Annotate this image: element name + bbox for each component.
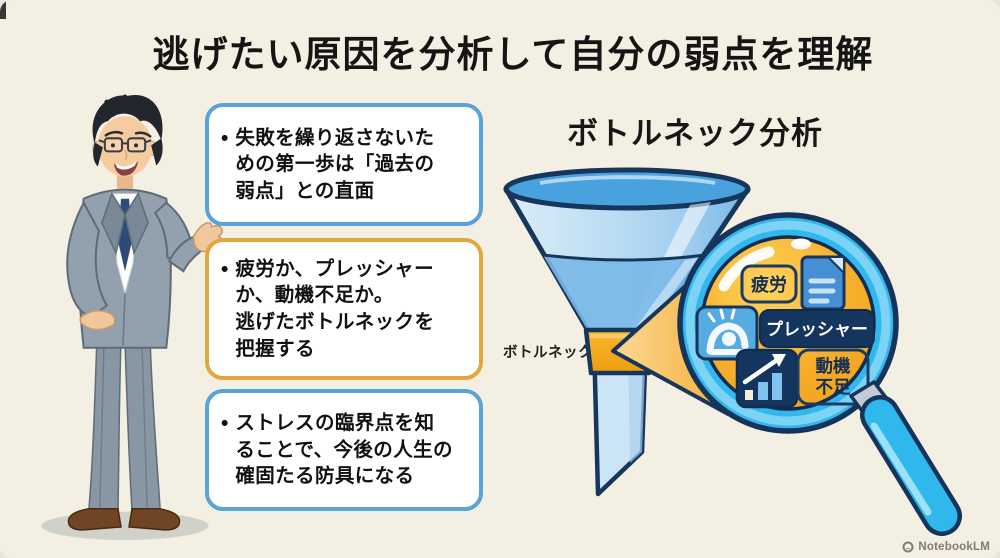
bullet-dot: • [221,257,229,281]
stressed-person-icon [695,305,759,361]
watermark-label: NotebookLM [918,541,990,553]
hand-left [79,310,116,331]
motivation-tag-label-line2: 不足 [816,377,851,397]
floor-shadow [41,511,209,540]
bullet-dot: • [221,412,229,436]
magnifier-handle [849,380,962,536]
shoe-left [67,508,122,531]
funnel-bottleneck-label: ボトルネック [503,345,593,361]
diagram-heading: ボトルネック分析 [567,116,823,151]
fatigue-tag-label: 疲労 [751,274,787,295]
page-title: 逃げたい原因を分析して自分の弱点を理解 [152,34,874,75]
point-text-3: ストレスの臨界点を知 ることで、今後の人生の 確固たる防具になる [235,412,453,488]
motivation-tag-box [796,348,870,406]
shoe-right [128,508,181,531]
document-icon [800,255,846,311]
point-text-1: 失敗を繰り返さないた めの第一歩は「過去の 弱点」との直面 [235,126,435,202]
presenter-illustration [41,94,223,540]
corner-artifact [0,0,6,19]
motivation-tag-label-line1: 動機 [816,356,851,376]
bottleneck-diagram: 疲労 プレッシャー [503,167,962,536]
magnifier: 疲労 プレッシャー [677,212,899,434]
point-card-1: • 失敗を繰り返さないた めの第一歩は「過去の 弱点」との直面 [205,103,483,226]
bullet-dot: • [221,126,229,150]
notebooklm-logo-icon [902,541,914,553]
point-card-2: • 疲労か、プレッシャー か、動機不足か。 逃げたボトルネックを 把握する [205,238,483,380]
pressure-tag-label: プレッシャー [766,319,868,339]
point-text-2: 疲労か、プレッシャー か、動機不足か。 逃げたボトルネックを 把握する [235,257,435,360]
rising-chart-icon [735,348,799,409]
point-card-3: • ストレスの臨界点を知 ることで、今後の人生の 確固たる防具になる [205,389,483,511]
pressure-tag-box [759,309,875,348]
watermark: NotebookLM [902,541,990,553]
fatigue-tag-box [740,264,798,304]
funnel [503,167,751,497]
